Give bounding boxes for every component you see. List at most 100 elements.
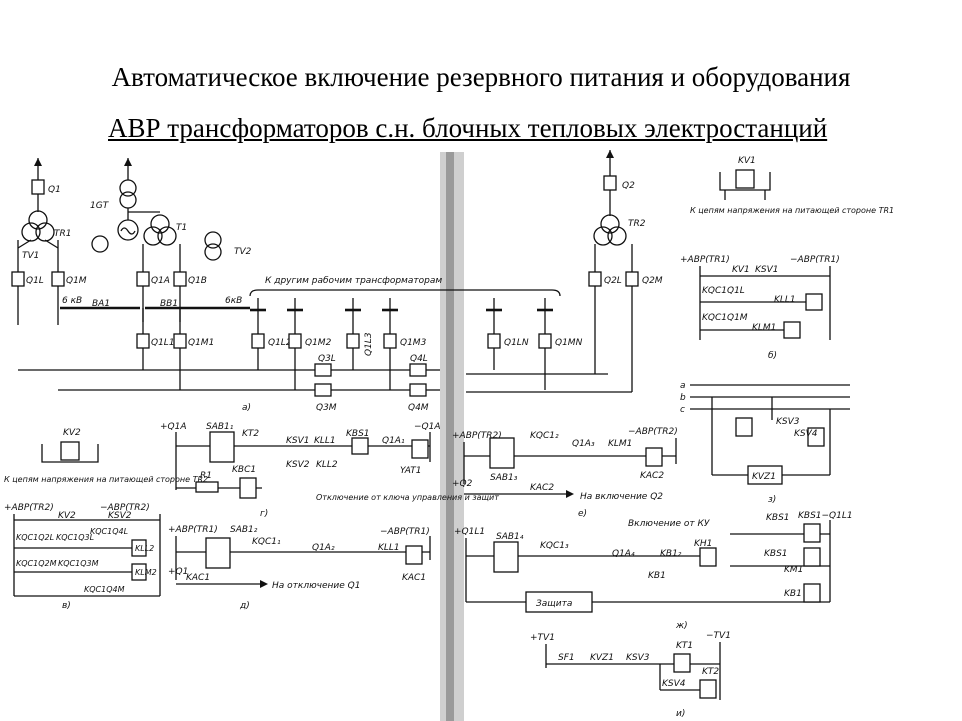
relay-kac2	[645, 447, 663, 467]
label-q1b: Q1B	[188, 276, 207, 286]
relay-kbc1	[239, 477, 257, 499]
label-ksv4: KSV4	[794, 429, 818, 439]
relay-klm1	[783, 321, 801, 339]
label-kqc1-q4m: KQC1Q4M	[84, 585, 125, 594]
label-kv1-contact: KV1	[732, 265, 750, 275]
label-q1m2: Q1M2	[305, 338, 332, 348]
transformer-tr2	[600, 214, 620, 234]
label-q1a3: Q1A₃	[572, 439, 595, 449]
label-plus-q1a: +Q1A	[160, 422, 187, 432]
panel-e: +АВР(TR2) −АВР(TR2) SAB1₃ KQC1₂ Q1A₃ KLM…	[452, 427, 678, 519]
label-other-transformers: К другим рабочим трансформаторам	[265, 276, 442, 286]
label-kqc1-q3l: KQC1Q3L	[56, 533, 94, 542]
breaker-q4m	[409, 383, 427, 397]
breaker-q1mn	[538, 333, 552, 349]
label-bb1: BB1	[160, 299, 178, 309]
label-q1l3: Q1L3	[364, 332, 374, 356]
panel-i: +TV1 −TV1 SF1 KVZ1 KSV3 KT1 KSV4 KT2 и)	[530, 631, 731, 719]
breaker-q1b	[173, 271, 187, 287]
breaker-q3m	[314, 383, 332, 397]
relay-kac1	[405, 545, 423, 565]
breaker-q1m1	[173, 333, 187, 349]
label-panel-e: е)	[578, 509, 587, 519]
label-tv2: TV2	[234, 247, 252, 257]
label-kt1: KT1	[676, 641, 693, 651]
breaker-q2	[603, 175, 617, 191]
transformer-tv1	[91, 235, 109, 253]
label-voltage-note-tr2: К цепям напряжения на питающей стороне T…	[4, 475, 208, 484]
label-6kv-left: 6 кВ	[62, 296, 82, 306]
label-q2l: Q2L	[604, 276, 622, 286]
label-q1a2: Q1A₂	[312, 543, 335, 553]
label-q4l: Q4L	[410, 354, 428, 364]
label-tv1: TV1	[22, 251, 39, 261]
transformer-t1	[150, 214, 170, 234]
label-q4m: Q4M	[408, 403, 429, 413]
switch-sab1-4	[493, 541, 519, 573]
label-klm2: KLM2	[135, 568, 157, 577]
label-q1m1: Q1M1	[188, 338, 214, 348]
label-plus-avr-tr1: +АВР(TR1)	[680, 255, 730, 265]
label-ksv2: KSV2	[108, 511, 132, 521]
feeder-group-3: Q1L3 Q1M3	[345, 298, 427, 390]
main-scheme: Q1 TR1 Q1L Q1M TV1 1GT T1 Q1A Q1	[11, 150, 663, 413]
label-kv1: KV1	[738, 156, 756, 166]
label-q1ln: Q1LN	[504, 338, 529, 348]
slide-title: Автоматическое включение резервного пита…	[111, 62, 851, 92]
breaker-q3l	[314, 363, 332, 377]
breaker-q2m	[625, 271, 639, 287]
panel-zh: +Q1L1 SAB1₄ KQC1₃ Q1A₄ KB1₂ KH1 KB1 Вклю…	[454, 511, 853, 631]
relay-kll1	[805, 293, 823, 311]
label-kac1: KAC1	[402, 573, 426, 583]
breaker-q1l2	[251, 333, 265, 349]
label-tr2: TR2	[628, 219, 646, 229]
relay-klm2	[131, 563, 147, 581]
relay-kv2	[60, 441, 80, 461]
switch-sab1-2	[205, 537, 231, 569]
breaker-q1	[31, 179, 45, 195]
label-yat1: YAT1	[400, 466, 422, 476]
relay-kv1	[735, 169, 755, 189]
transformer-tv2	[204, 231, 222, 249]
label-kvz1-i: KVZ1	[590, 653, 614, 663]
breaker-q1m2	[288, 333, 302, 349]
label-kll1-d: KLL1	[378, 543, 400, 553]
label-minus-avr-tr2-e: −АВР(TR2)	[628, 427, 678, 437]
label-q1a4: Q1A₄	[612, 549, 635, 559]
switch-sab1-1	[209, 431, 235, 463]
label-kt2: KT2	[242, 429, 259, 439]
label-plus-q1l1: +Q1L1	[454, 527, 485, 537]
label-kqc1-3: KQC1₃	[540, 541, 569, 551]
label-kqc1-2: KQC1₂	[530, 431, 559, 441]
label-ksv4-i: KSV4	[662, 679, 686, 689]
label-ksv3-i: KSV3	[626, 653, 650, 663]
label-q1a1: Q1A₁	[382, 436, 405, 446]
slide-subtitle: АВР трансформаторов с.н. блочных тепловы…	[108, 113, 828, 143]
label-plus-avr-tr2-e: +АВР(TR2)	[452, 431, 502, 441]
resistor-r1	[195, 481, 219, 493]
label-panel-g: г)	[260, 509, 268, 519]
label-q1mn: Q1MN	[555, 338, 583, 348]
breaker-q1l1	[136, 333, 150, 349]
label-kqc1-q3m: KQC1Q3M	[58, 559, 99, 568]
label-minus-avr-tr2: −АВР(TR2)	[100, 503, 150, 513]
label-phase-a: a	[680, 381, 686, 391]
panel-g: +Q1A −Q1A SAB1₁ KT2 KSV1 KLL1 KSV2 KLL2 …	[160, 422, 499, 519]
label-kll2: KLL2	[135, 544, 154, 553]
coil-yat1	[411, 439, 429, 459]
label-q3l: Q3L	[318, 354, 336, 364]
label-scheme-a: а)	[242, 403, 251, 413]
breaker-q1ln	[487, 333, 501, 349]
panel-v: KV2 К цепям напряжения на питающей сторо…	[4, 428, 208, 611]
label-kac2: KAC2	[640, 471, 664, 481]
label-kb1-2: KB1₂	[660, 549, 682, 559]
breaker-q1m	[51, 271, 65, 287]
label-panel-zh: ж)	[675, 621, 688, 631]
feeder-group-2: Q1L2 Q1M2	[250, 298, 332, 390]
panel-d: +АВР(TR1) −АВР(TR1) SAB1₂ KQC1₁ Q1A₂ KLL…	[168, 525, 431, 611]
label-q1l1: Q1L1	[151, 338, 175, 348]
label-tr1: TR1	[54, 229, 71, 239]
label-close-q2-note: На включение Q2	[580, 492, 663, 502]
label-ksv1: KSV1	[755, 265, 779, 275]
relay-kbs1-zh	[803, 523, 821, 543]
